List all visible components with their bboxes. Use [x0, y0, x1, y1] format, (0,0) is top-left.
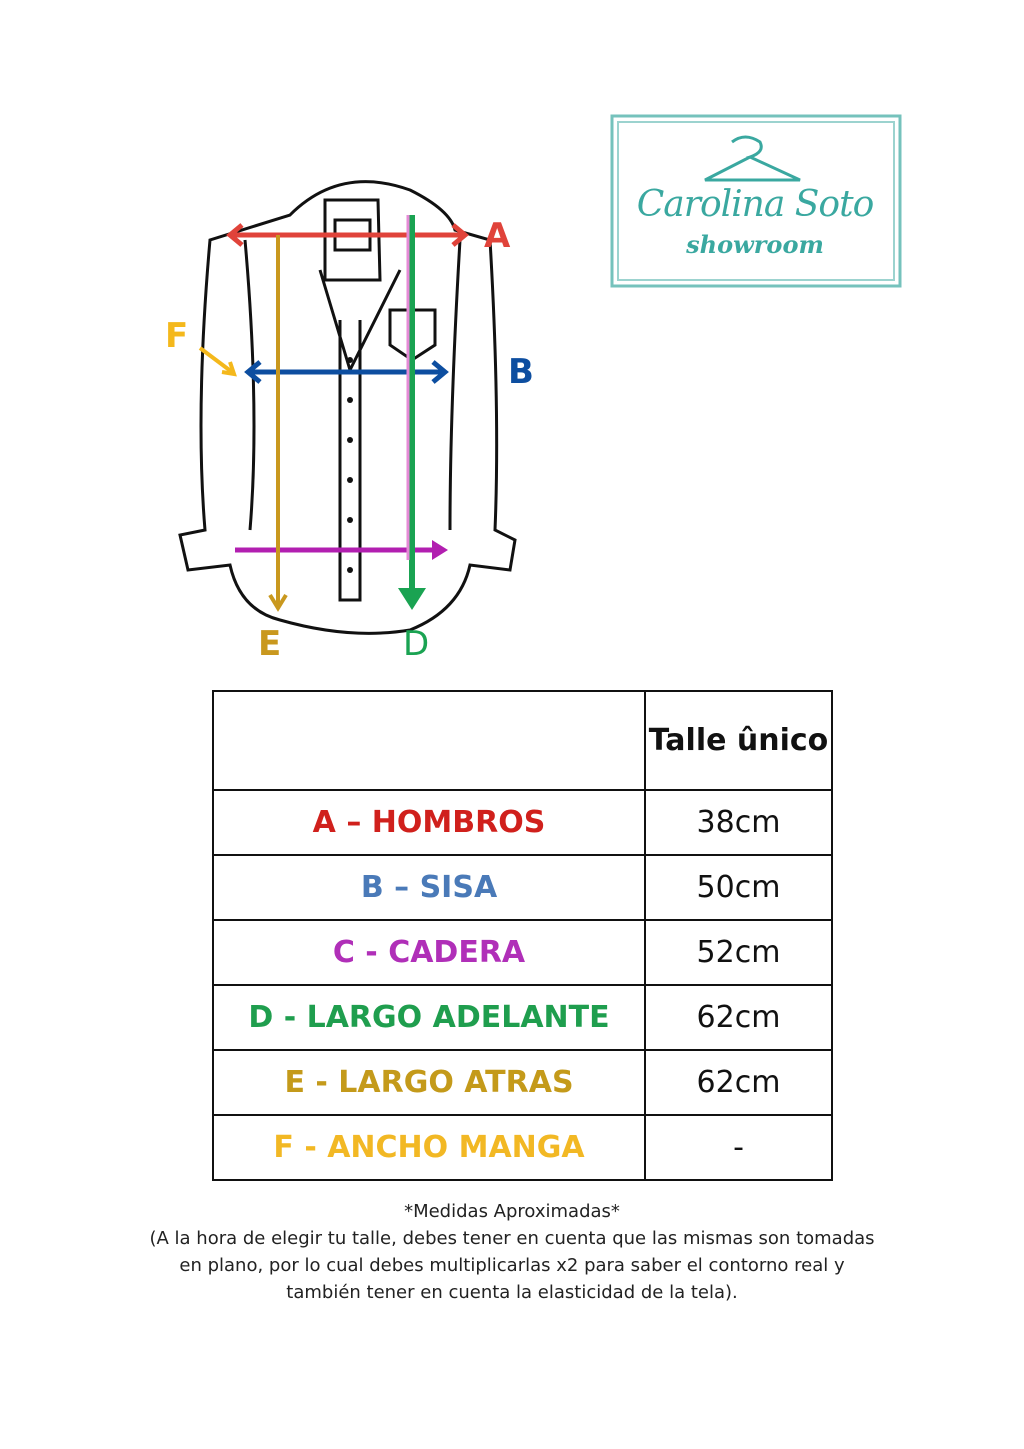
size-header: Talle ûnico: [644, 690, 833, 791]
measure-label: F - ANCHO MANGA: [212, 1114, 646, 1181]
measurement-notes: *Medidas Aproximadas* (A la hora de eleg…: [0, 1198, 1024, 1306]
arrow-e: [268, 235, 288, 612]
label-a: A: [484, 216, 511, 256]
measure-value: 38cm: [644, 789, 833, 856]
label-f: F: [165, 316, 189, 356]
measure-value: 62cm: [644, 984, 833, 1051]
measure-label: C - CADERA: [212, 919, 646, 986]
notes-text: en plano, por lo cual debes multiplicarl…: [179, 1255, 845, 1276]
measure-value: 52cm: [644, 919, 833, 986]
measurement-arrows: [198, 215, 469, 612]
measure-label: D - LARGO ADELANTE: [212, 984, 646, 1051]
logo-frame: [610, 114, 902, 288]
notes-text: (A la hora de elegir tu talle, debes ten…: [149, 1228, 875, 1249]
measure-value: 50cm: [644, 854, 833, 921]
measure-value: -: [644, 1114, 833, 1181]
label-b: B: [508, 352, 534, 392]
table-row: F - ANCHO MANGA-: [212, 1114, 833, 1181]
logo-name: Carolina Soto: [636, 184, 875, 225]
measure-value: 62cm: [644, 1049, 833, 1116]
brand-logo: Carolina Soto showroom: [600, 102, 910, 298]
hanger-icon: [704, 135, 801, 182]
arrow-a: [226, 223, 469, 247]
table-header-row: Talle ûnico: [212, 690, 833, 791]
notes-title: *Medidas Aproximadas*: [404, 1201, 620, 1222]
label-d: D: [403, 624, 430, 664]
arrow-f: [198, 346, 237, 377]
arrow-c: [235, 540, 448, 560]
shirt-diagram: [178, 180, 517, 635]
measure-label: B – SISA: [212, 854, 646, 921]
measure-label: E - LARGO ATRAS: [212, 1049, 646, 1116]
label-e: E: [258, 624, 282, 664]
arrow-d: [398, 215, 426, 610]
measure-label: A – HOMBROS: [212, 789, 646, 856]
notes-text: también tener en cuenta la elasticidad d…: [286, 1282, 738, 1303]
logo-subtitle: showroom: [686, 230, 824, 259]
